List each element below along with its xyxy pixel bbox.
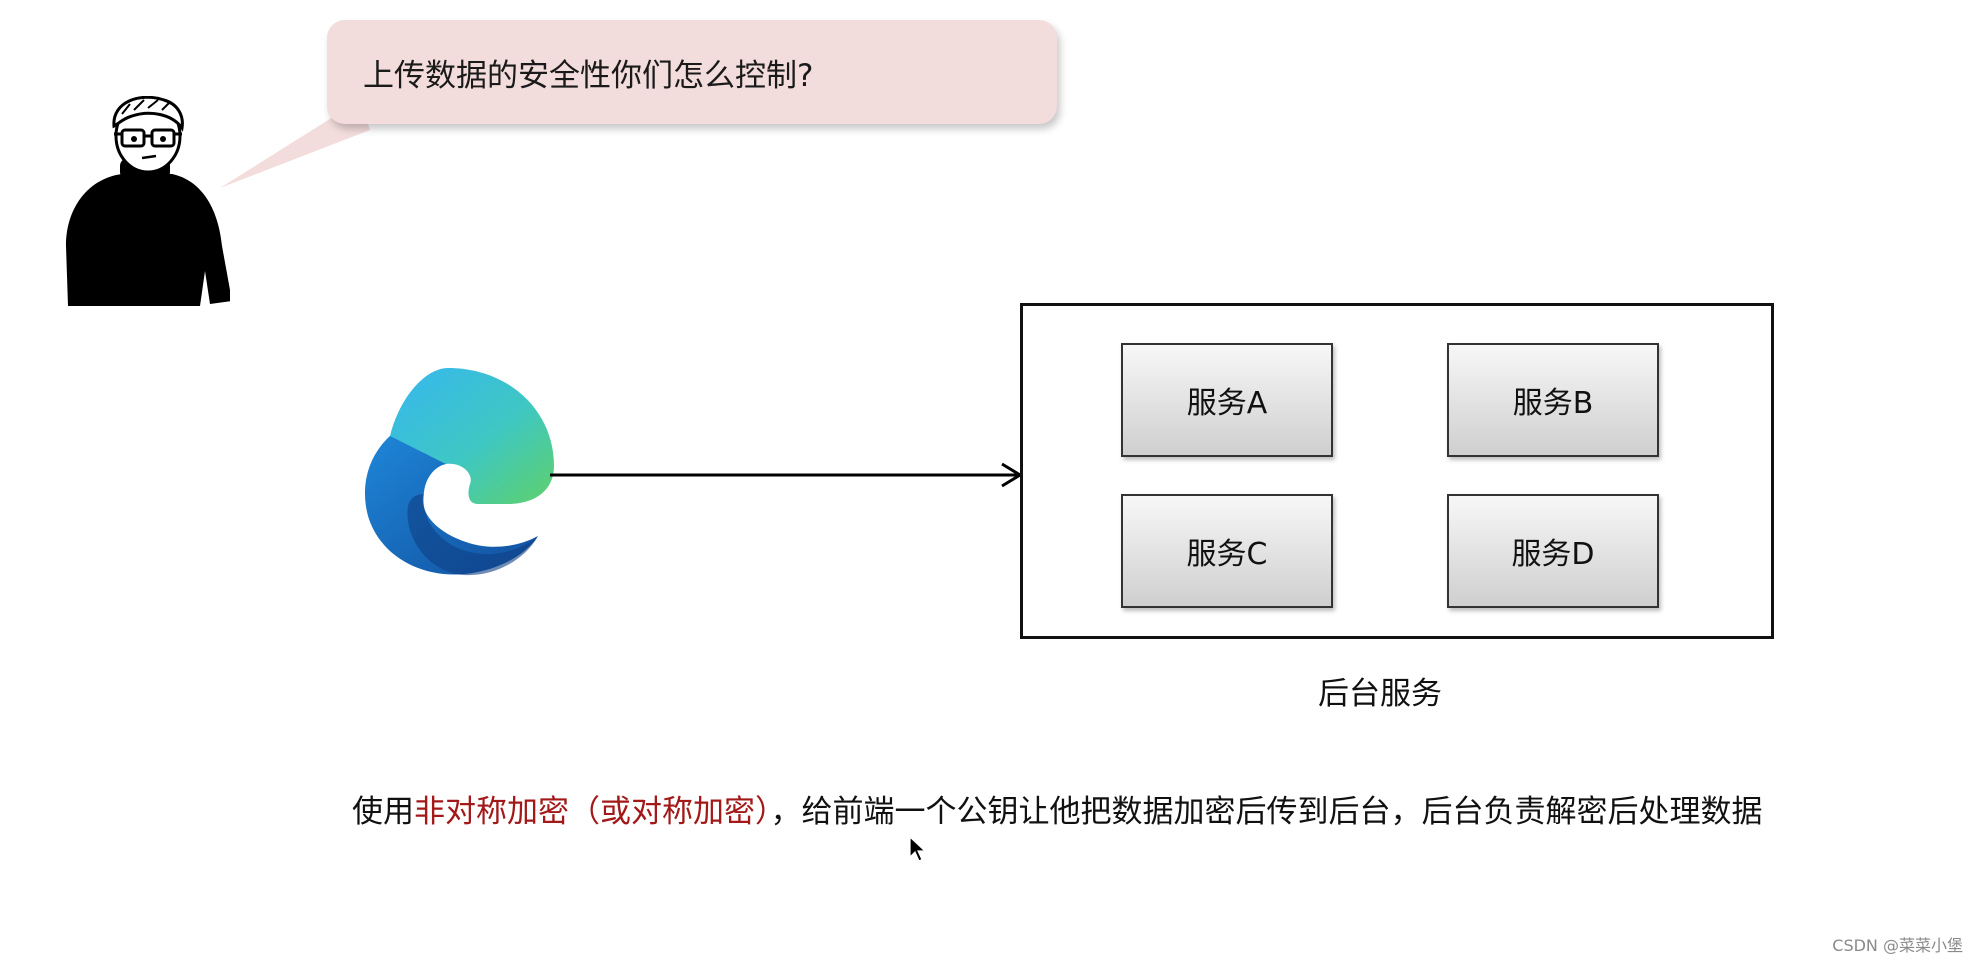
service-a-box: 服务A [1121,343,1333,457]
speech-bubble-text: 上传数据的安全性你们怎么控制? [363,58,814,94]
backend-container: 服务A 服务B 服务C 服务D [1020,303,1774,639]
explanation-suffix: ，给前端一个公钥让他把数据加密后传到后台，后台负责解密后处理数据 [770,794,1763,830]
speech-bubble-tail [220,100,370,188]
explanation-prefix: 使用 [352,794,414,830]
watermark: CSDN @菜菜小堡 [1832,936,1963,955]
service-d-box: 服务D [1447,494,1659,608]
mouse-cursor-icon [909,836,927,862]
person-with-glasses-icon [66,96,230,306]
speech-bubble: 上传数据的安全性你们怎么控制? [327,20,1057,124]
edge-browser-logo-icon [364,368,554,576]
request-arrow [550,462,1023,488]
explanation-text: 使用非对称加密（或对称加密），给前端一个公钥让他把数据加密后传到后台，后台负责解… [352,786,1763,831]
service-b-box: 服务B [1447,343,1659,457]
explanation-highlight: 非对称加密（或对称加密） [414,794,771,830]
service-c-box: 服务C [1121,494,1333,608]
backend-label: 后台服务 [1318,676,1442,712]
